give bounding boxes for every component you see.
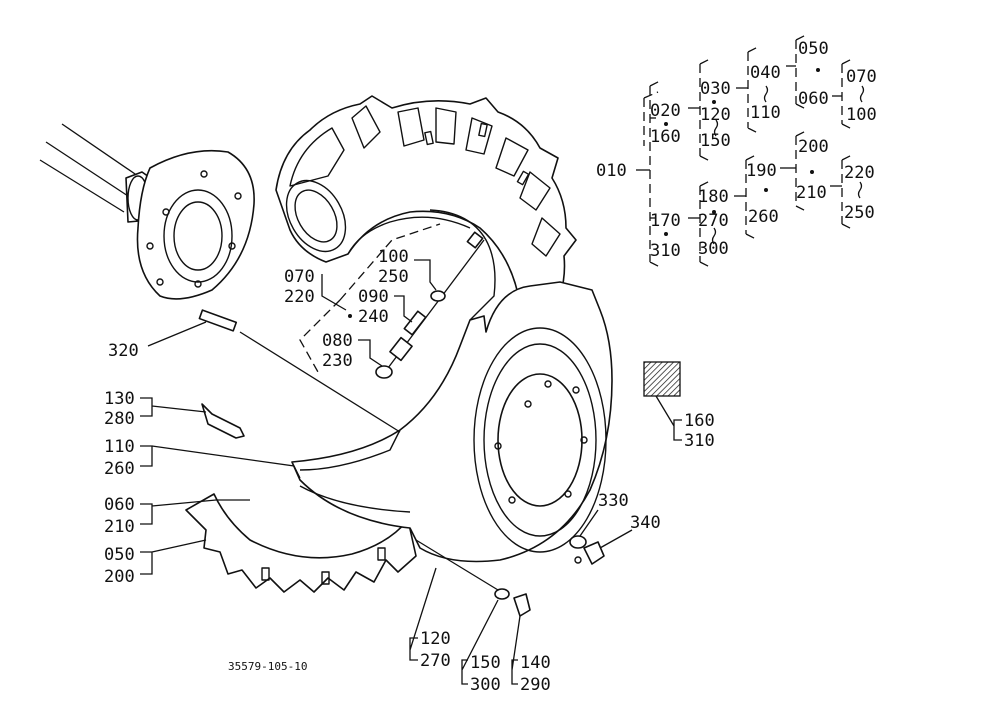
- callout-230: 230: [322, 351, 353, 371]
- tree-300: 300: [698, 239, 729, 259]
- tree-020: 020: [650, 101, 681, 121]
- tree-170: 170: [650, 211, 681, 231]
- callout-330: 330: [598, 491, 629, 511]
- tree-040: 040: [750, 63, 781, 83]
- hardware: [198, 309, 605, 617]
- callout-100: 100: [378, 247, 409, 267]
- callout-150: 150: [470, 653, 501, 673]
- tree-270: 270: [698, 211, 729, 231]
- tree-100: 100: [846, 105, 877, 125]
- callout-110: 110: [104, 437, 135, 457]
- callout-250: 250: [378, 267, 409, 287]
- callout-090: 090: [358, 287, 389, 307]
- callout-140: 140: [520, 653, 551, 673]
- tree-200: 200: [798, 137, 829, 157]
- tree-030: 030: [700, 79, 731, 99]
- parts-tree: [348, 33, 865, 318]
- tree-070: 070: [846, 67, 877, 87]
- wheel-disc: [473, 327, 607, 564]
- callout-290: 290: [520, 675, 551, 695]
- valve-assembly: [375, 231, 485, 379]
- callout-340: 340: [630, 513, 661, 533]
- tree-050: 050: [798, 39, 829, 59]
- callout-labels: 320 070 220 100 250 090 240 080 230 130 …: [104, 247, 715, 695]
- lower-tire: [185, 493, 417, 593]
- callout-310: 310: [684, 431, 715, 451]
- callout-160: 160: [684, 411, 715, 431]
- callout-240: 240: [358, 307, 389, 327]
- callout-130: 130: [104, 389, 135, 409]
- callout-210: 210: [104, 517, 135, 537]
- tree-labels: 010 020 160 030 120 150 040 110 050 060 …: [596, 39, 877, 261]
- tree-110: 110: [750, 103, 781, 123]
- tree-220: 220: [844, 163, 875, 183]
- tree-310: 310: [650, 241, 681, 261]
- document-number: 35579-105-10: [228, 660, 307, 673]
- callout-270: 270: [420, 651, 451, 671]
- axle-shaft: [39, 123, 157, 223]
- callout-070: 070: [284, 267, 315, 287]
- tree-250: 250: [844, 203, 875, 223]
- leader-lines: [140, 223, 682, 685]
- tree-120: 120: [700, 105, 731, 125]
- callout-280: 280: [104, 409, 135, 429]
- upper-tire: [275, 95, 577, 305]
- callout-080: 080: [322, 331, 353, 351]
- tree-root: 010: [596, 161, 627, 181]
- tree-260: 260: [748, 207, 779, 227]
- axle-flange: [136, 149, 255, 300]
- callout-300: 300: [470, 675, 501, 695]
- callout-120: 120: [420, 629, 451, 649]
- hatched-label-decal: [643, 361, 681, 397]
- tree-190: 190: [746, 161, 777, 181]
- tree-160: 160: [650, 127, 681, 147]
- callout-220: 220: [284, 287, 315, 307]
- tree-210: 210: [796, 183, 827, 203]
- tree-150: 150: [700, 131, 731, 151]
- callout-320: 320: [108, 341, 139, 361]
- tree-180: 180: [698, 187, 729, 207]
- tree-060: 060: [798, 89, 829, 109]
- callout-050: 050: [104, 545, 135, 565]
- callout-200: 200: [104, 567, 135, 587]
- callout-060: 060: [104, 495, 135, 515]
- callout-260: 260: [104, 459, 135, 479]
